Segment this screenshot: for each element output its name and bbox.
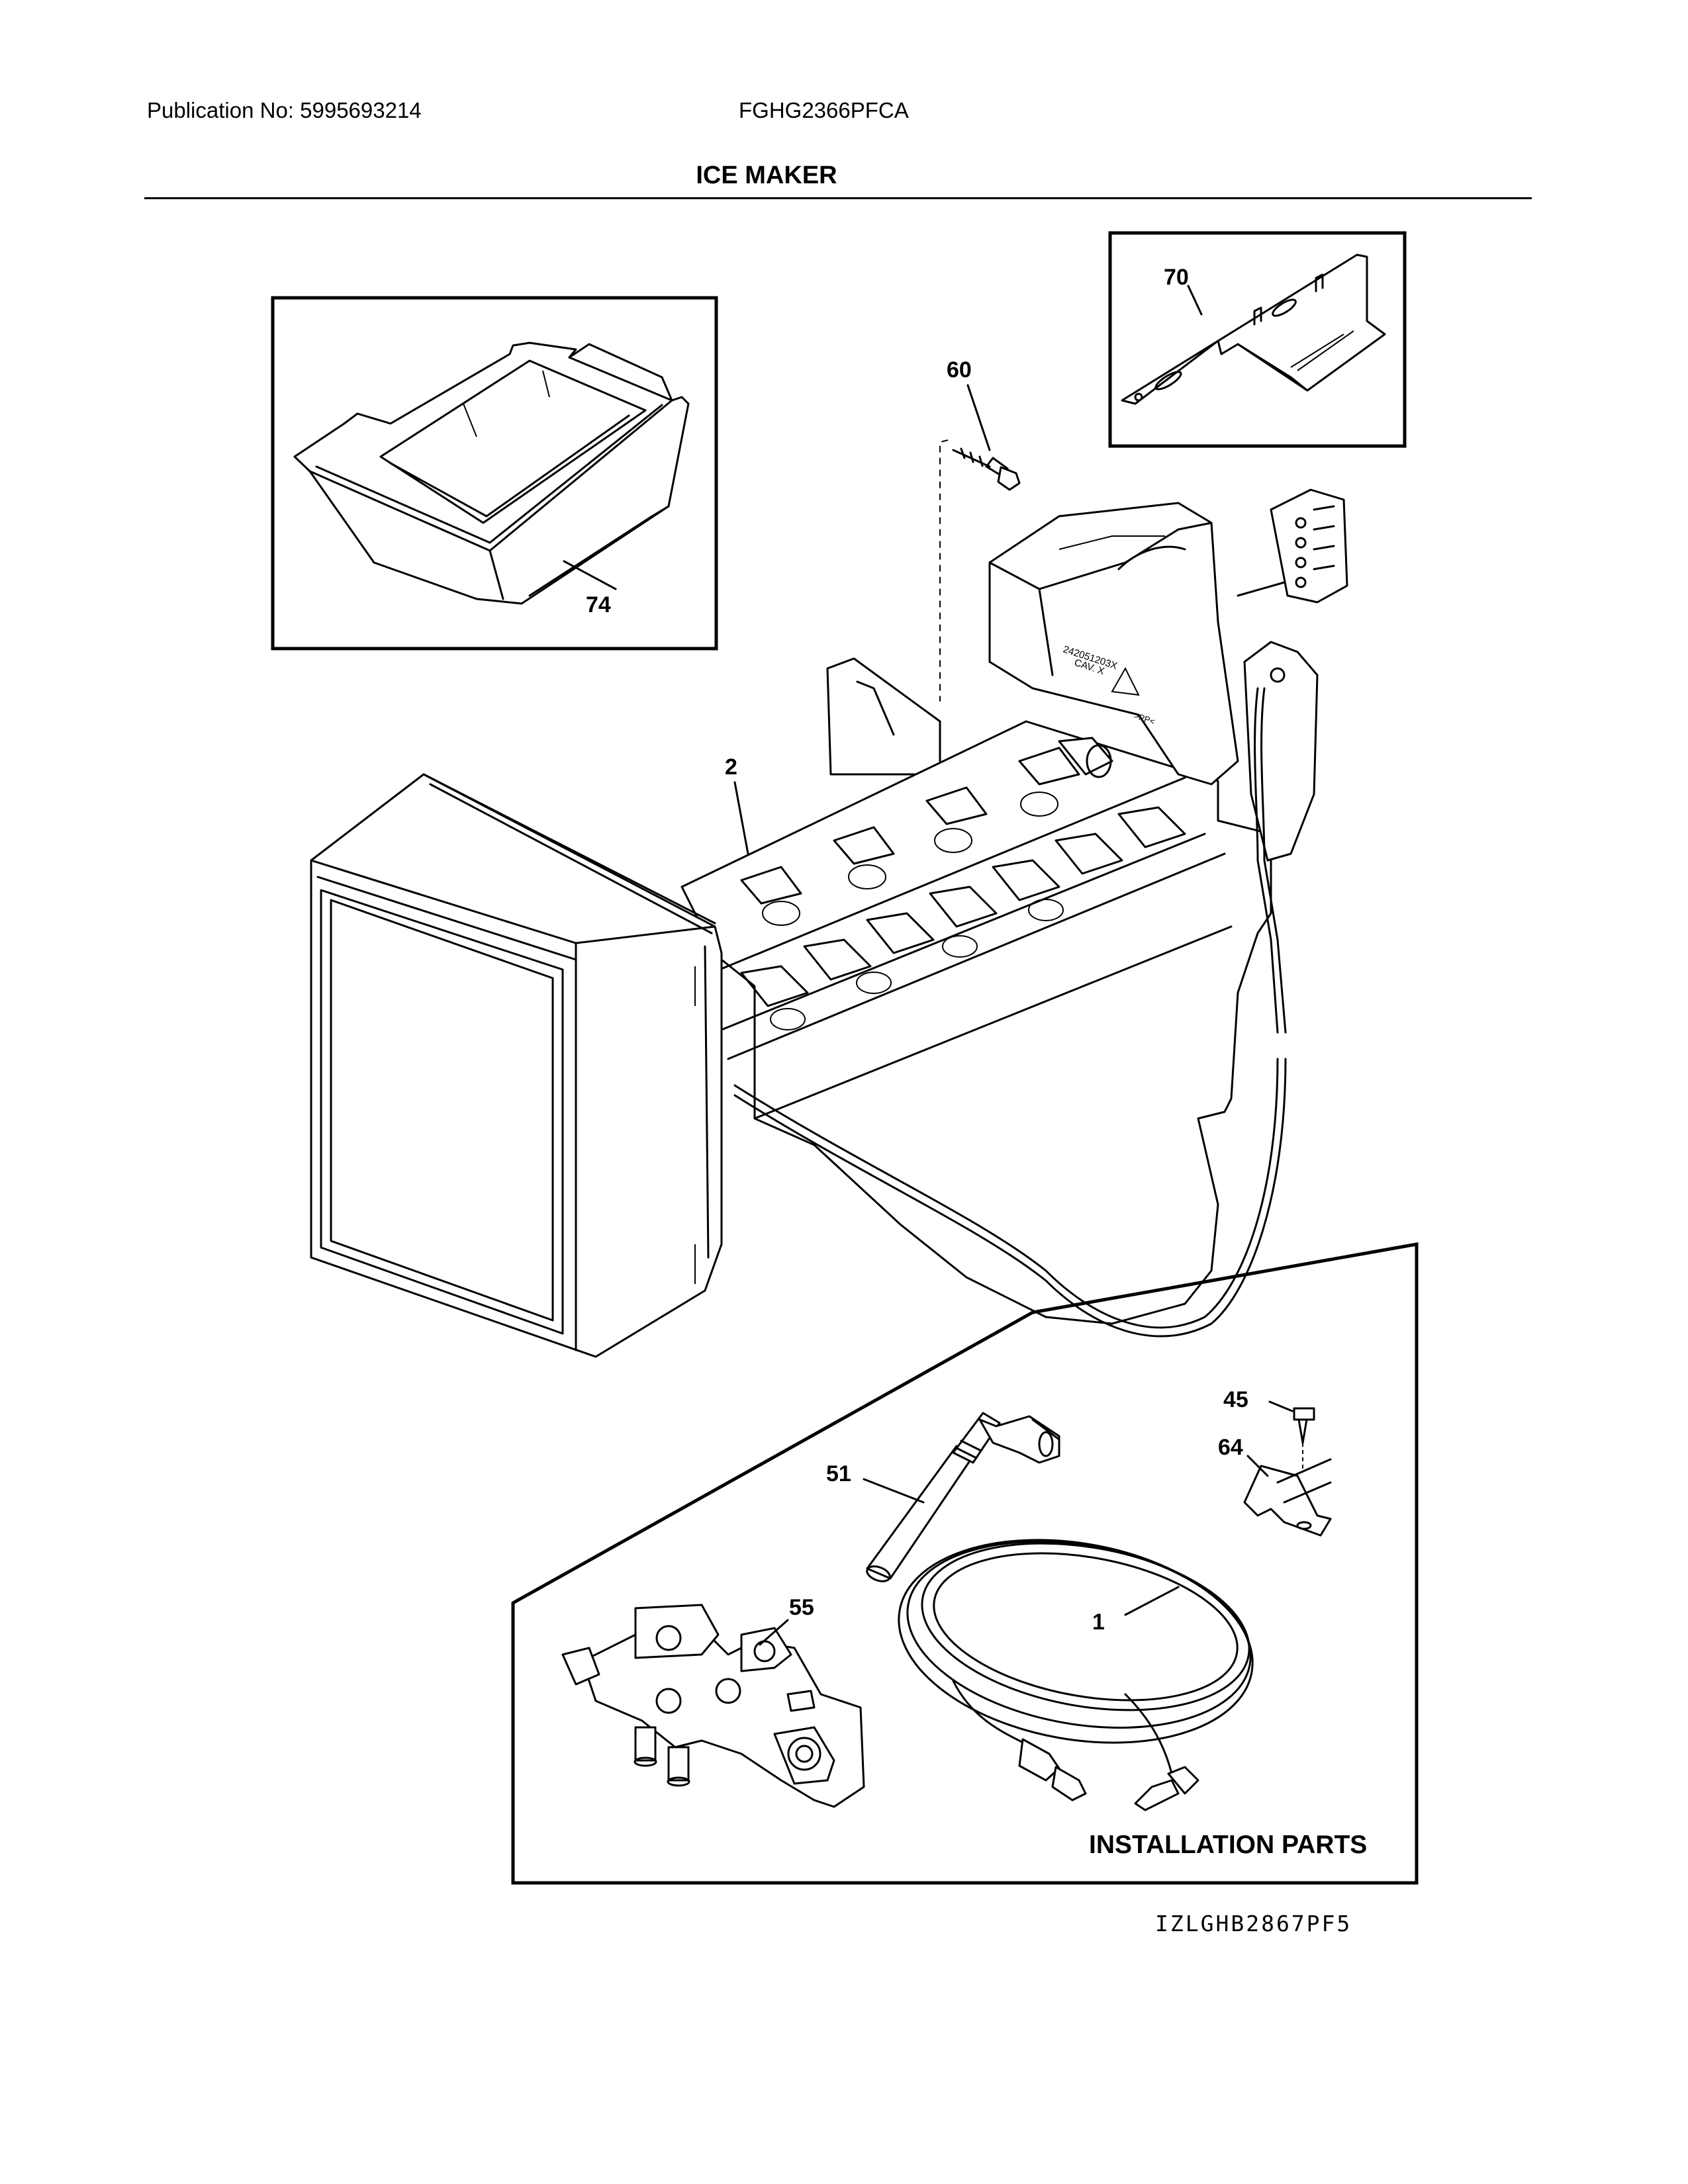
tube-fitting-left <box>1018 1738 1060 1782</box>
bracket-inset: 70 <box>1108 231 1407 448</box>
installation-parts-inset: INSTALLATION PARTS 51 45 64 <box>511 1242 1419 1885</box>
leader-70 <box>1187 285 1203 316</box>
callout-60: 60 <box>947 357 972 383</box>
tube-fitting-right <box>1167 1766 1199 1795</box>
leader-2 <box>733 781 749 855</box>
callout-70: 70 <box>1164 265 1189 290</box>
callout-51: 51 <box>826 1461 851 1486</box>
screw-45 <box>1293 1407 1315 1473</box>
installation-parts-frame <box>511 1242 1419 1885</box>
water-valve-55 <box>561 1604 865 1808</box>
water-tube-coil-1 <box>898 1539 1254 1811</box>
ice-bucket-inset: 74 <box>271 296 718 651</box>
ice-maker-assembly: 242051203X CAV. X >PP< 2 <box>310 488 1348 1358</box>
wire-connector <box>1270 488 1348 604</box>
recycle-icon <box>1111 666 1140 696</box>
bracket-drawing <box>1121 253 1386 405</box>
ice-bucket-inset-frame <box>271 296 718 651</box>
header-rule <box>144 197 1532 199</box>
callout-1: 1 <box>1092 1610 1105 1635</box>
callout-74: 74 <box>586 592 611 617</box>
publication-number: Publication No: 5995693214 <box>147 98 422 122</box>
leader-60 <box>966 384 991 451</box>
leader-45 <box>1268 1400 1293 1412</box>
ice-bucket-drawing <box>293 341 690 605</box>
screw-60-head <box>997 466 1021 491</box>
bracket-inset-frame <box>1108 231 1407 448</box>
leader-1 <box>1124 1586 1180 1616</box>
clamp-64 <box>1243 1458 1332 1537</box>
leader-55 <box>759 1619 789 1646</box>
leader-64 <box>1246 1455 1269 1477</box>
model-number: FGHG2366PFCA <box>739 98 909 122</box>
section-title: ICE MAKER <box>696 161 837 189</box>
screw-60: 60 <box>939 357 1021 702</box>
fill-tube-51 <box>866 1412 1060 1582</box>
callout-2: 2 <box>725 754 737 780</box>
callout-55: 55 <box>789 1595 814 1620</box>
leader-74 <box>563 560 617 590</box>
callout-64: 64 <box>1218 1435 1243 1460</box>
callout-45: 45 <box>1223 1387 1248 1412</box>
screw-60-guide <box>939 439 949 702</box>
leader-51 <box>863 1478 925 1504</box>
control-housing <box>310 773 723 1358</box>
diagram-code: IZLGHB2867PF5 <box>1155 1911 1352 1936</box>
installation-parts-label: INSTALLATION PARTS <box>1089 1831 1367 1859</box>
